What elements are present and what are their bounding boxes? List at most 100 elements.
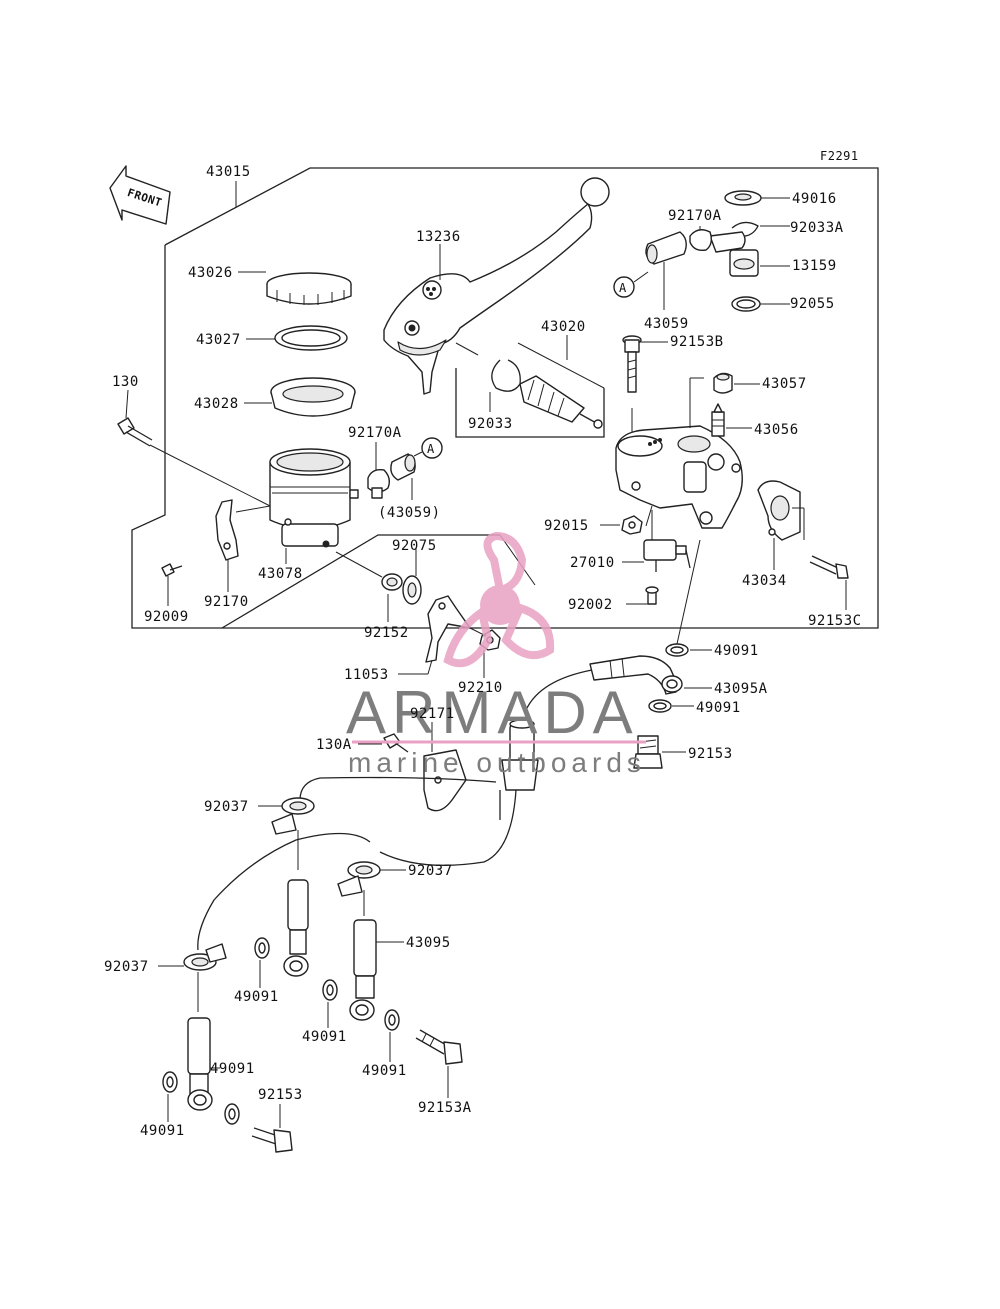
pivot-bolt-92153B (622, 335, 642, 393)
washer-49091-e (384, 1009, 400, 1031)
washer-49091-b (648, 699, 672, 713)
label-92037-c: 92037 (104, 959, 149, 975)
bleeder-cap-43057 (713, 372, 733, 394)
brake-lever (383, 177, 610, 395)
label-92055: 92055 (790, 296, 835, 312)
clamp-bolt-92153C (809, 555, 849, 579)
label-43095A: 43095A (714, 681, 768, 697)
label-43028: 43028 (194, 396, 239, 412)
hose-sleeve-main (501, 719, 539, 791)
bushing-92152 (381, 573, 403, 591)
snap-ring-92033 (491, 359, 521, 392)
label-49091-f: 49091 (140, 1123, 185, 1139)
hose-sleeve-43095 (349, 919, 377, 1021)
label-92015: 92015 (544, 518, 589, 534)
label-92002: 92002 (568, 597, 613, 613)
figure-code: F2291 (820, 149, 859, 163)
label-92170A-top: 92170A (668, 208, 722, 224)
reservoir-cap (266, 272, 352, 305)
hose-fitting-13159 (709, 231, 759, 277)
label-92037-a: 92037 (204, 799, 249, 815)
label-92153A: 92153A (418, 1100, 472, 1116)
washer-49091-a (665, 643, 689, 657)
label-43015: 43015 (206, 164, 251, 180)
handlebar-clamp-43034 (757, 480, 801, 541)
hose-joint-92037-a (271, 797, 315, 835)
grommet-92075 (402, 575, 422, 605)
hose-joint-92037-c (183, 943, 227, 971)
watermark-brand: ARMADA (346, 679, 639, 746)
label-11053: 11053 (344, 667, 389, 683)
bolt-130 (117, 417, 153, 447)
label-43095: 43095 (406, 935, 451, 951)
label-49091-g-top: 49091 (210, 1061, 255, 1077)
banjo-hose-43095A (589, 655, 683, 695)
o-ring-92055 (731, 296, 761, 312)
screw-92002 (645, 586, 659, 605)
label-92009: 92009 (144, 609, 189, 625)
label-92153-right: 92153 (688, 746, 733, 762)
brake-switch-27010 (643, 539, 691, 572)
label-43059-paren: (43059) (378, 505, 441, 521)
washer-49091-g (224, 1103, 240, 1125)
screw-92009 (161, 563, 183, 577)
washer-49091-d (322, 979, 338, 1001)
hose-sleeve-bottom-left (187, 1017, 213, 1111)
hose-sleeve-left (283, 879, 309, 977)
label-43034: 43034 (742, 573, 787, 589)
hose-clamp-92170A-top (689, 229, 713, 252)
banjo-bolt-92153A (415, 1029, 463, 1065)
label-130: 130 (112, 374, 139, 390)
label-27010: 27010 (570, 555, 615, 571)
label-49016: 49016 (792, 191, 837, 207)
propeller-logo-icon (443, 531, 555, 668)
circlip-92033A (731, 221, 759, 237)
ref-a-circle-upper (613, 276, 635, 298)
reservoir-body (269, 448, 359, 548)
hose-clamp-92171 (423, 749, 467, 812)
label-130A: 130A (316, 737, 352, 753)
label-92153-left: 92153 (258, 1087, 303, 1103)
label-92153C: 92153C (808, 613, 862, 629)
ref-a-circle-lower (421, 437, 443, 459)
reservoir-plate (274, 325, 348, 351)
banjo-bolt-92153-left (251, 1127, 293, 1153)
reservoir-diaphragm (270, 377, 356, 417)
label-92075: 92075 (392, 538, 437, 554)
ref-a-lower-label: A (427, 442, 435, 456)
ref-a-upper-label: A (619, 281, 627, 295)
label-92210: 92210 (458, 680, 503, 696)
label-43059: 43059 (644, 316, 689, 332)
label-43026: 43026 (188, 265, 233, 281)
front-arrow-icon: FRONT (109, 165, 171, 225)
label-92033A: 92033A (790, 220, 844, 236)
piston-assembly (519, 375, 603, 429)
label-43078: 43078 (258, 566, 303, 582)
label-92170A-mid: 92170A (348, 425, 402, 441)
assembly-frame (131, 167, 879, 629)
label-49091-b: 49091 (696, 700, 741, 716)
label-92152: 92152 (364, 625, 409, 641)
label-92153B: 92153B (670, 334, 724, 350)
reservoir-bracket (215, 499, 239, 561)
hose-joint-92037-b (337, 861, 381, 897)
reservoir-hose-43059-top (645, 231, 687, 265)
label-49091-d: 49091 (302, 1029, 347, 1045)
hose-clamp-92170A (367, 468, 391, 499)
label-49091-a: 49091 (714, 643, 759, 659)
label-49091-e: 49091 (362, 1063, 407, 1079)
washer-49091-c (254, 937, 270, 959)
reservoir-hose-43059 (390, 453, 416, 481)
label-92033: 92033 (468, 416, 513, 432)
label-13159: 13159 (792, 258, 837, 274)
label-43057: 43057 (762, 376, 807, 392)
master-cylinder-body (615, 425, 743, 529)
bleeder-valve-43056 (711, 403, 725, 437)
label-92037-b: 92037 (408, 863, 453, 879)
label-43056: 43056 (754, 422, 799, 438)
label-43027: 43027 (196, 332, 241, 348)
cap-49016 (724, 190, 762, 206)
washer-49091-f (162, 1071, 178, 1093)
label-49091-c: 49091 (234, 989, 279, 1005)
